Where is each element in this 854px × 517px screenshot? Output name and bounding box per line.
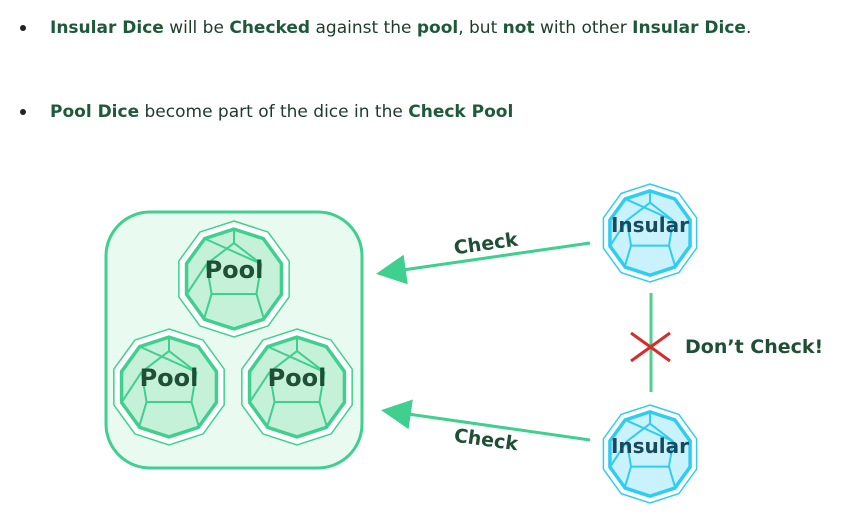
bullet-text-part: become part of the dice in the — [139, 102, 409, 122]
bullet-text-part: Checked — [229, 18, 311, 38]
bullet-dot — [20, 25, 26, 31]
bullet-text-part: Pool Dice — [50, 102, 140, 122]
bullet-text: Insular Dice will be Checked against the… — [50, 18, 751, 38]
bullet-text-part: Insular Dice — [632, 18, 746, 38]
check-arrow-bottom — [381, 399, 591, 442]
check-arrow-top — [376, 241, 591, 285]
bullet-text-part: with other — [534, 18, 633, 38]
bullet-text-part: will be — [163, 18, 230, 38]
insular-die: Insular — [602, 404, 698, 504]
bullet-insular-rule: Insular Dice will be Checked against the… — [20, 18, 751, 38]
pool-die: Pool — [113, 328, 225, 446]
cross-icon — [630, 331, 671, 363]
dont-check-label: Don’t Check! — [685, 336, 823, 358]
pool-die: Pool — [178, 220, 290, 338]
bullet-text-part: against the — [310, 18, 417, 38]
bullet-text-part: pool — [416, 18, 459, 38]
bullet-text: Pool Dice become part of the dice in the… — [50, 102, 513, 122]
bullet-text-part: , but — [458, 18, 503, 38]
pool-die-label: Pool — [140, 364, 199, 392]
bullet-text-part: Insular Dice — [50, 18, 164, 38]
bullet-dot — [20, 109, 26, 115]
bullet-text-part: Check Pool — [408, 102, 514, 122]
pool-die: Pool — [241, 328, 353, 446]
insular-die-label: Insular — [611, 434, 689, 458]
pool-die-label: Pool — [268, 364, 327, 392]
bullet-text-part: not — [502, 18, 535, 38]
bullet-pool-rule: Pool Dice become part of the dice in the… — [20, 102, 513, 122]
bullet-text-part: . — [745, 18, 752, 38]
insular-die: Insular — [602, 183, 698, 283]
insular-die-label: Insular — [611, 213, 689, 237]
pool-die-label: Pool — [205, 256, 264, 284]
